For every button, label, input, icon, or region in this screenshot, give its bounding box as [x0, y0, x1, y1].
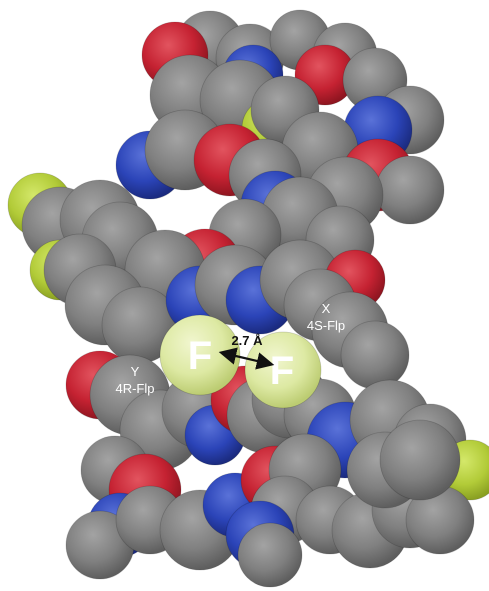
- carbon-atom: [340, 320, 410, 390]
- y-residue-name: 4R-Flp: [115, 381, 154, 396]
- carbon-atom: [375, 155, 445, 225]
- carbon-atom: [379, 419, 461, 501]
- x-residue-name: 4S-Flp: [307, 318, 345, 333]
- double-headed-arrow-icon: [218, 347, 275, 370]
- distance-label: 2.7 Å: [231, 333, 263, 348]
- y-residue-label: Y: [131, 364, 140, 379]
- carbon-atom: [237, 522, 303, 588]
- atom-spheres: [7, 9, 489, 588]
- x-residue-label: X: [322, 301, 331, 316]
- fluorine-right-label: F: [270, 349, 294, 393]
- fluorine-left-label: F: [188, 334, 212, 378]
